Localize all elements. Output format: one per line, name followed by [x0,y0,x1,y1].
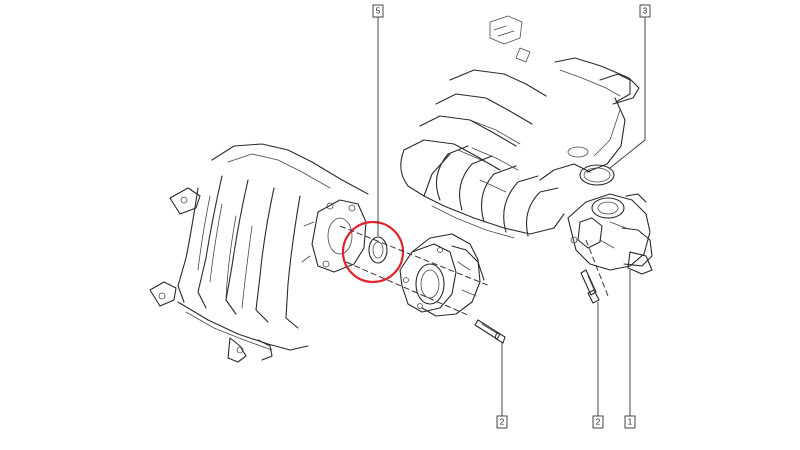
callout-1: 1 [624,415,636,429]
callout-2b: 2 [592,415,604,429]
throttle-body-right [567,193,653,275]
assembly-dashed-lines [339,225,609,317]
callout-1-label: 1 [628,418,633,427]
callout-2a-label: 2 [500,418,505,427]
bolt-right [580,269,600,304]
leader-lines [377,17,646,416]
callout-5-label: 5 [376,7,381,16]
callout-2b-label: 2 [596,418,601,427]
gasket-item-5 [368,236,388,264]
throttle-body-center [399,233,485,317]
o-ring-item-3 [579,164,615,186]
bolt-center [474,319,506,344]
callout-3: 3 [639,4,651,18]
callout-2a: 2 [496,415,508,429]
callout-3-label: 3 [643,7,648,16]
upper-intake-manifold [400,15,640,239]
callout-5: 5 [372,4,384,18]
highlight-circle [341,220,405,284]
lower-intake-manifold [149,143,369,363]
